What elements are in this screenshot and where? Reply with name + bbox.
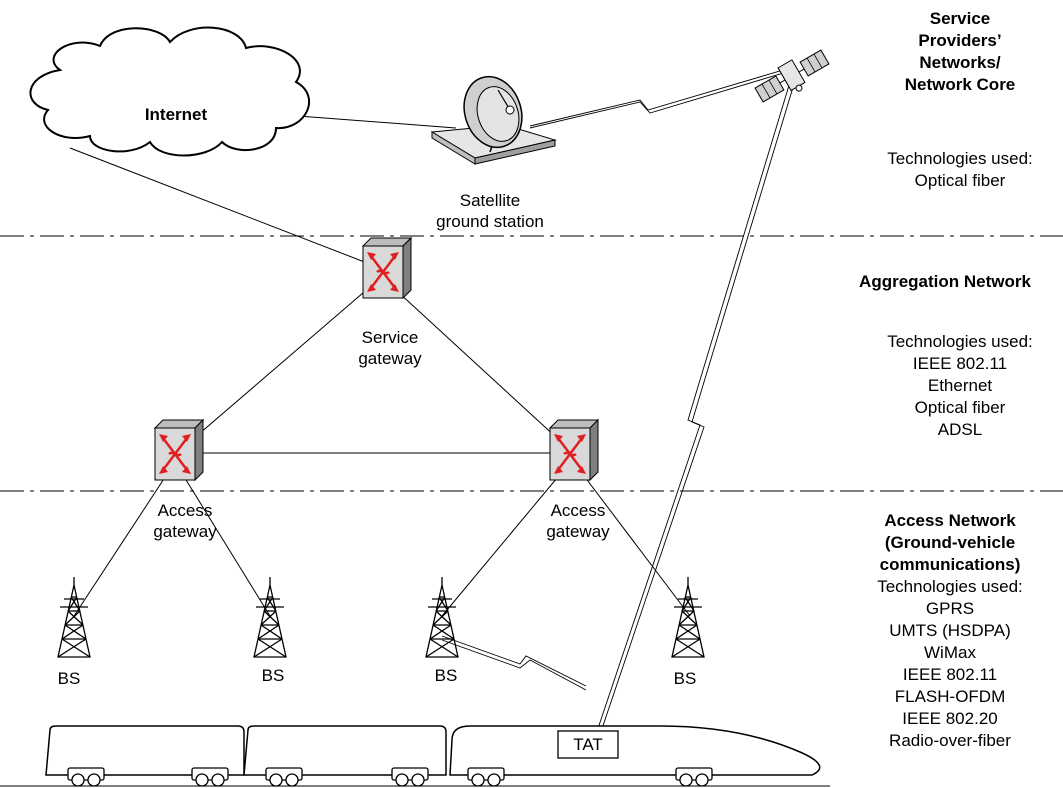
layer-aggregation-technologies: Technologies used: IEEE 802.11 Ethernet … (887, 332, 1033, 439)
internet-cloud (29, 26, 310, 157)
bs-label-1: BS (57, 669, 81, 688)
bs-tower-icon-3 (425, 576, 459, 658)
bs-tower-icon-4 (671, 576, 705, 658)
bs-tower-icon-1 (57, 576, 91, 658)
train-wheels (67, 767, 713, 787)
train-icon (45, 725, 821, 776)
layer-access-technologies: Technologies used: GPRS UMTS (HSDPA) WiM… (877, 577, 1023, 750)
access-gateway-right-label: Access gateway (546, 501, 610, 541)
bs-label-3: BS (434, 666, 458, 685)
access-gateway-left-icon (153, 418, 205, 482)
access-gateway-right-icon (548, 418, 600, 482)
network-links (69, 115, 691, 617)
bs-tower-icon-2 (253, 576, 287, 658)
wireless-links (441, 67, 795, 771)
layer-access-title: Access Network (Ground-vehicle communica… (879, 511, 1021, 574)
satellite-icon (754, 49, 830, 103)
service-gateway-icon (361, 236, 413, 300)
satellite-station-label: Satellite ground station (436, 191, 544, 231)
layer-aggregation-title: Aggregation Network (859, 272, 1031, 291)
tat-label: TAT (573, 735, 603, 754)
service-gateway-label: Service gateway (358, 328, 422, 368)
layer-core-technologies: Technologies used: Optical fiber (887, 149, 1033, 190)
tat-box (557, 730, 619, 759)
access-gateway-left-label: Access gateway (153, 501, 217, 541)
bs-label-2: BS (261, 666, 285, 685)
layer-core-title: Service Providers’ Networks/ Network Cor… (904, 9, 1016, 94)
bs-label-4: BS (673, 669, 697, 688)
satellite-dish-icon (430, 75, 557, 165)
internet-label: Internet (144, 105, 208, 124)
